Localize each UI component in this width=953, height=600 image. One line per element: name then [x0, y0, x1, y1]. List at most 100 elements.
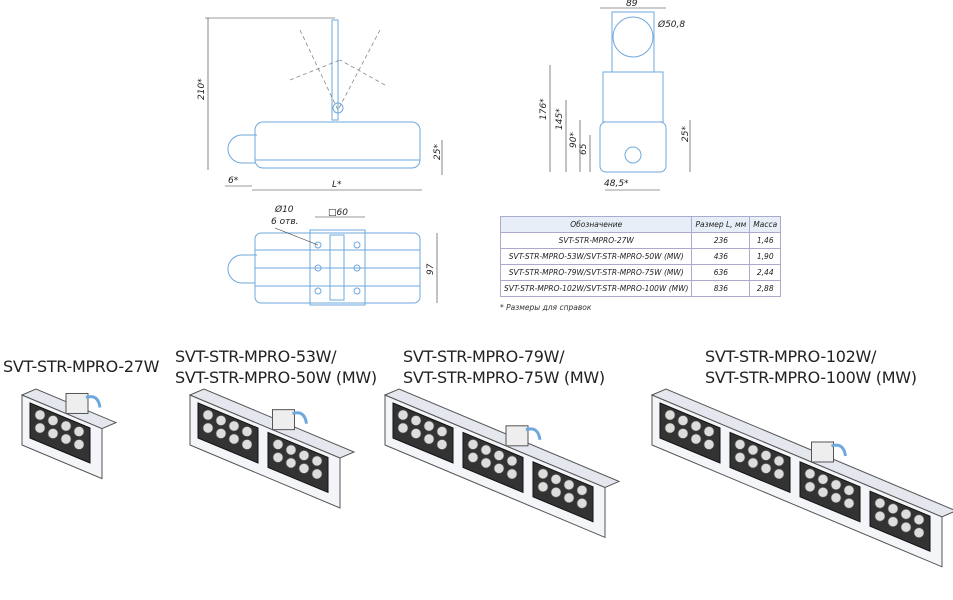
cell: SVT-STR-MPRO-79W/SVT-STR-MPRO-75W (MW) — [499, 264, 693, 281]
led-lens — [537, 468, 549, 480]
dim-diameter: Ø50,8 — [657, 19, 685, 30]
cell: 436 — [691, 248, 751, 265]
led-lens — [423, 420, 435, 432]
led-lens — [887, 503, 899, 515]
led-lens — [747, 444, 759, 456]
luminaire-4-module — [650, 388, 953, 568]
dim-length: L* — [332, 180, 342, 190]
label-line: SVT-STR-MPRO-79W/ — [403, 347, 565, 366]
led-lens — [272, 439, 284, 450]
cable — [292, 411, 308, 424]
led-lens — [47, 415, 59, 426]
dim-65: 65 — [579, 143, 589, 155]
table-row: SVT-STR-MPRO-102W/SVT-STR-MPRO-100W (MW)… — [499, 280, 782, 297]
dim-offset: 6* — [228, 176, 239, 186]
led-lens — [228, 433, 240, 445]
led-lens — [830, 492, 842, 504]
label-line: SVT-STR-MPRO-27W — [3, 357, 160, 376]
led-lens — [228, 420, 240, 432]
led-lens — [202, 422, 214, 434]
mounting-bracket — [65, 392, 89, 414]
dim-height: 210* — [197, 78, 207, 100]
cell: 236 — [691, 232, 751, 249]
led-lens — [843, 497, 855, 509]
led-lens — [760, 450, 772, 461]
cell: SVT-STR-MPRO-27W — [499, 232, 693, 249]
header-length: Размер L, мм — [691, 216, 751, 233]
led-lens — [563, 492, 575, 504]
cell: 836 — [691, 280, 751, 297]
led-lens — [843, 484, 855, 496]
led-lens — [493, 463, 505, 474]
cable — [85, 395, 102, 408]
product-label-102w: SVT-STR-MPRO-102W/SVT-STR-MPRO-100W (MW) — [705, 346, 917, 388]
side-view — [205, 17, 443, 191]
led-lens — [298, 463, 310, 474]
led-lens — [677, 415, 689, 426]
led-lens — [467, 452, 479, 463]
led-lens — [874, 497, 886, 509]
led-lens — [397, 422, 409, 434]
cell: SVT-STR-MPRO-102W/SVT-STR-MPRO-100W (MW) — [499, 280, 693, 297]
led-lens — [690, 420, 702, 432]
led-lens — [506, 455, 518, 467]
led-lens — [537, 481, 549, 493]
led-lens — [272, 452, 284, 463]
led-lens — [480, 457, 492, 469]
led-lens — [285, 457, 297, 469]
table-row: SVT-STR-MPRO-79W/SVT-STR-MPRO-75W (MW)63… — [499, 264, 782, 281]
led-lens — [804, 481, 816, 493]
led-lens — [34, 409, 46, 421]
led-lens — [576, 484, 588, 496]
led-lens — [436, 426, 448, 437]
table-row: SVT-STR-MPRO-53W/SVT-STR-MPRO-50W (MW)43… — [499, 248, 782, 265]
dim-holes-count: 6 отв. — [271, 217, 299, 227]
led-lens — [467, 439, 479, 450]
dim-depth: 97 — [426, 263, 436, 275]
led-lens — [241, 426, 253, 437]
mounting-bracket — [272, 409, 295, 431]
label-line: SVT-STR-MPRO-50W (MW) — [175, 368, 377, 387]
mounting-bracket — [811, 441, 834, 463]
led-lens — [436, 439, 448, 450]
dim-front-base: 25* — [681, 126, 691, 142]
led-lens — [804, 468, 816, 480]
led-lens — [913, 514, 925, 526]
led-lens — [285, 444, 297, 456]
header-mass: Масса — [749, 216, 782, 233]
cell: 1,90 — [749, 248, 782, 265]
led-lens — [60, 420, 72, 432]
led-lens — [34, 422, 46, 434]
led-lens — [550, 486, 562, 498]
led-lens — [734, 439, 746, 450]
footnote: * Размеры для справок — [500, 303, 592, 312]
led-lens — [887, 516, 899, 528]
led-lens — [664, 422, 676, 434]
led-lens — [677, 428, 689, 439]
led-lens — [311, 455, 323, 467]
top-view — [227, 216, 438, 306]
dim-90: 90* — [569, 132, 579, 148]
dim-width: 89 — [626, 0, 638, 9]
product-label-79w: SVT-STR-MPRO-79W/SVT-STR-MPRO-75W (MW) — [403, 346, 605, 388]
header-designation: Обозначение — [499, 216, 693, 233]
cable — [831, 443, 847, 457]
led-lens — [550, 473, 562, 485]
led-lens — [576, 497, 588, 509]
dim-square: □60 — [328, 208, 348, 218]
cell: SVT-STR-MPRO-53W/SVT-STR-MPRO-50W (MW) — [499, 248, 693, 265]
led-lens — [298, 450, 310, 461]
label-line: SVT-STR-MPRO-75W (MW) — [403, 368, 605, 387]
dim-176: 176* — [539, 98, 549, 120]
led-lens — [747, 457, 759, 469]
led-lens — [760, 463, 772, 474]
led-lens — [215, 415, 227, 426]
dim-base: 25* — [433, 144, 443, 160]
led-lens — [311, 468, 323, 480]
led-lens — [480, 444, 492, 456]
label-line: SVT-STR-MPRO-53W/ — [175, 347, 337, 366]
led-lens — [900, 521, 912, 533]
led-lens — [73, 439, 85, 450]
dim-bottom: 48,5* — [604, 179, 629, 189]
